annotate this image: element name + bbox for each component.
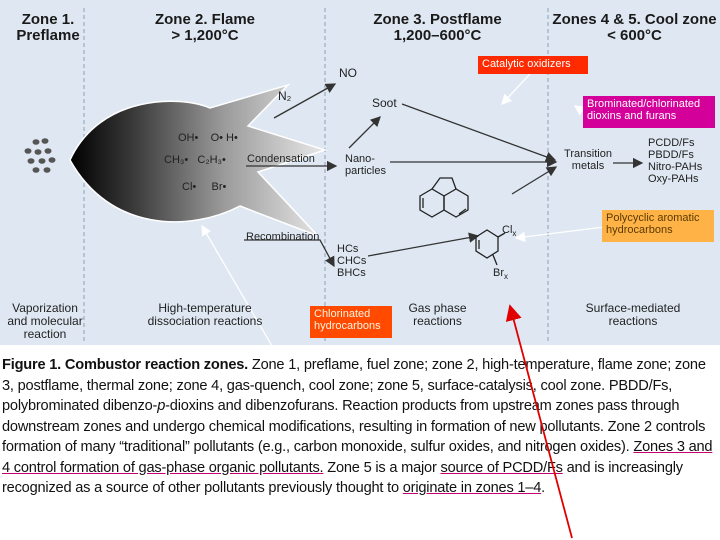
gas-phase-label: Gas phase reactions: [408, 301, 467, 328]
brx-label: Brx: [493, 267, 508, 283]
condensation-label: Condensation: [247, 153, 315, 165]
caption-title: Combustor reaction zones.: [61, 357, 249, 373]
diagram-graphics: [24, 8, 644, 345]
zone-4-5-header: Zones 4 & 5. Cool zone< 600°C: [552, 11, 717, 44]
flame-shape: [69, 83, 328, 237]
halobenzene-molecule: [475, 229, 506, 266]
caption-italic-p: p: [157, 398, 166, 414]
nanoparticles-label: Nano- particles: [345, 153, 386, 177]
caption-text-1: Zone 1, preflame, fuel zone; zone 2, hig…: [2, 357, 706, 414]
flame-species-row-3: Cl• Br•: [182, 181, 227, 193]
soot-label: Soot: [372, 96, 397, 110]
pah-molecule: [419, 177, 469, 218]
brx-text: Br: [493, 267, 504, 279]
zone-1-header: Zone 1.Preflame: [16, 11, 80, 44]
clx-label: Clx: [502, 224, 516, 240]
flame-species-row-2: CH₃• C₂H₃•: [164, 154, 226, 166]
brx-subscript: x: [504, 272, 508, 282]
recombination-label: Recombination: [246, 231, 320, 243]
fuel-particles: [24, 138, 56, 173]
caption-text-4: and is increasingly recognized as a sour…: [2, 459, 683, 497]
clx-text: Cl: [502, 224, 513, 236]
transition-metals-label: Transition metals: [564, 148, 612, 172]
n2-label: N₂: [278, 89, 292, 103]
caption-highlight-2: source of PCDD/Fs: [440, 459, 563, 476]
caption-highlight-1: Zones 3 and 4 control formation of gas-p…: [2, 439, 713, 476]
brominated-dioxins-callout: Brominated/chlorinated dioxins and furan…: [583, 96, 715, 128]
dissociation-label: High-temperature dissociation reactions: [147, 301, 263, 328]
no-label: NO: [339, 66, 357, 80]
figure-caption: Figure 1. Combustor reaction zones. Zone…: [2, 355, 718, 499]
caption-text-3: Zone 5 is a major: [323, 459, 441, 476]
caption-text-5: .: [541, 480, 546, 496]
catalytic-oxidizers-callout: Catalytic oxidizers: [478, 56, 588, 74]
caption-figure-label: Figure 1.: [2, 357, 62, 373]
polycyclic-callout: Polycyclic aromatic hydrocarbons: [602, 210, 714, 242]
clx-subscript: x: [512, 229, 517, 239]
hcs-label: HCs CHCs BHCs: [337, 243, 367, 279]
caption-highlight-3: originate in zones 1–4: [402, 480, 542, 496]
chlorinated-callout: Chlorinated hydrocarbons: [310, 306, 392, 338]
products-label: PCDD/Fs PBDD/Fs Nitro-PAHs Oxy-PAHs: [648, 137, 703, 185]
surface-label: Surface-mediated reactions: [585, 301, 681, 328]
flame-species-row-1: OH• O• H•: [178, 132, 238, 144]
zone-2-header: Zone 2. Flame> 1,200°C: [154, 11, 256, 44]
reaction-arrows: [244, 83, 644, 268]
vaporization-label: Vaporization and molecular reaction: [7, 301, 83, 341]
